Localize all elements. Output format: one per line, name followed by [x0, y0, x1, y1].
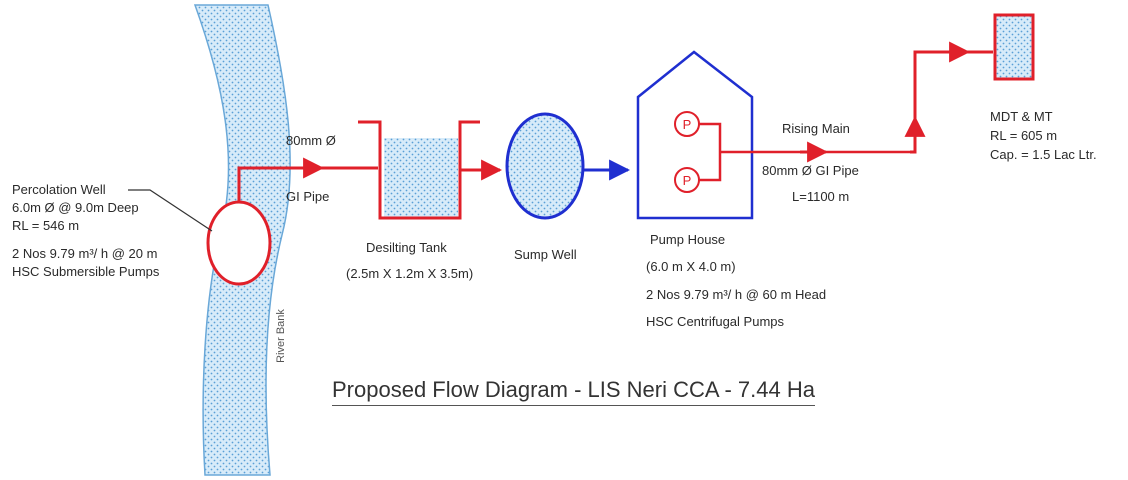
pump-2-label: P	[683, 173, 692, 188]
sump-well-shape	[505, 112, 585, 220]
pump-house-title: Pump House	[650, 232, 726, 247]
pump-house-pump-type: HSC Centrifugal Pumps	[646, 314, 784, 329]
pump-house-pumps: 2 Nos 9.79 m³/ h @ 60 m Head	[646, 287, 827, 302]
pump-house-shape	[636, 50, 754, 220]
mdt-tank-shape	[993, 13, 1035, 81]
rising-main-pipe-size: 80mm Ø GI Pipe	[762, 163, 859, 178]
rising-main-length: L=1100 m	[792, 189, 850, 204]
pump-1: P	[674, 111, 700, 137]
desilting-tank-shape	[358, 120, 480, 220]
desilting-tank-water	[384, 138, 458, 218]
pump-house-size: (6.0 m X 4.0 m)	[646, 259, 736, 274]
percolation-well-leader	[128, 189, 213, 232]
river-bank-label: River Bank	[274, 309, 287, 363]
gi-pipe-type: GI Pipe	[286, 189, 330, 204]
rising-main-pipe	[910, 50, 993, 154]
desilting-tank-title: Desilting Tank	[366, 240, 447, 255]
percolation-well-shape	[206, 200, 272, 286]
percolation-well-rl: RL = 546 m	[12, 218, 80, 233]
percolation-well-pump-type: HSC Submersible Pumps	[12, 264, 160, 279]
desilting-tank-size: (2.5m X 1.2m X 3.5m)	[346, 266, 474, 281]
diagram-title: Proposed Flow Diagram - LIS Neri CCA - 7…	[332, 377, 815, 406]
percolation-well-pumps: 2 Nos 9.79 m³/ h @ 20 m	[12, 246, 158, 261]
sump-well-label: Sump Well	[514, 247, 577, 262]
pump-1-label: P	[683, 117, 692, 132]
rising-main-title: Rising Main	[782, 121, 850, 136]
pump-2: P	[674, 167, 700, 193]
mdt-rl: RL = 605 m	[990, 128, 1058, 143]
percolation-well-size: 6.0m Ø @ 9.0m Deep	[12, 200, 139, 215]
percolation-well-title: Percolation Well	[12, 182, 106, 197]
gi-pipe-line	[237, 166, 378, 202]
mdt-capacity: Cap. = 1.5 Lac Ltr.	[990, 147, 1097, 162]
gi-pipe-size: 80mm Ø	[286, 133, 336, 148]
mdt-title: MDT & MT	[990, 109, 1053, 124]
